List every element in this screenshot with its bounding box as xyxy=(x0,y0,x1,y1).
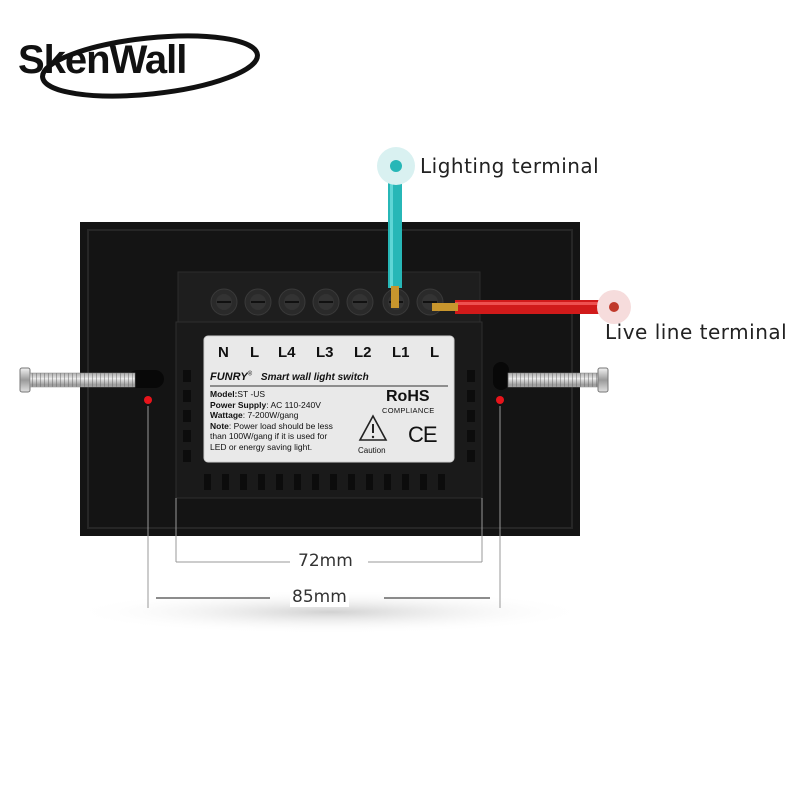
model-line: Model:ST -US xyxy=(210,389,266,399)
terminal-label: L4 xyxy=(278,344,296,361)
logo-swoosh-icon xyxy=(40,33,260,99)
terminal-label: L xyxy=(250,344,260,361)
mounting-screw-left xyxy=(19,367,136,393)
terminal-label-row: N L L4 L3 L2 L1 L xyxy=(212,344,448,364)
brand-name: SkenWall xyxy=(18,38,187,82)
vent-slots xyxy=(183,370,475,490)
power-line: Power Supply: AC 110-240V xyxy=(210,399,321,410)
caution-text: Caution xyxy=(358,446,386,455)
live-terminal-marker-icon xyxy=(597,290,631,324)
ground-shadow xyxy=(70,590,590,634)
inner-width-dimension: 72mm xyxy=(296,551,355,571)
live-wire xyxy=(432,300,615,314)
terminal-label: L1 xyxy=(392,344,410,361)
note-line: LED or energy saving light. xyxy=(210,441,313,452)
terminal-label: N xyxy=(218,344,229,361)
sticker-brand-row: FUNRY® Smart wall light switch xyxy=(210,371,450,385)
terminal-label: L xyxy=(430,344,440,361)
caution-icon xyxy=(358,414,388,441)
sticker-product: Smart wall light switch xyxy=(260,372,369,383)
terminal-screws xyxy=(210,288,444,316)
live-line-terminal-label: Live line terminal xyxy=(605,320,788,344)
mounting-screw-right xyxy=(507,367,609,393)
dimension-lines xyxy=(147,406,501,608)
sticker-specs: Model:ST -US Power Supply: AC 110-240V W… xyxy=(210,389,360,452)
lighting-wire xyxy=(388,182,402,308)
outer-width-dimension: 85mm xyxy=(290,587,349,607)
wattage-line: Wattage: 7-200W/gang xyxy=(210,410,299,420)
terminal-label: L2 xyxy=(354,344,372,361)
screw-center-marker-right xyxy=(496,396,504,404)
note-line: than 100W/gang if it is used for xyxy=(210,431,328,441)
spec-label xyxy=(203,335,455,463)
sticker-brand: FUNRY xyxy=(210,371,248,383)
terminal-label: L3 xyxy=(316,344,334,361)
brand-logo xyxy=(10,20,260,110)
registered-mark: ® xyxy=(247,371,253,378)
lighting-terminal-label: Lighting terminal xyxy=(420,154,600,178)
ce-mark: CE xyxy=(408,422,438,447)
note-line: Note: Power load should be less xyxy=(210,420,333,431)
screw-center-marker-left xyxy=(144,396,152,404)
mount-hole-left xyxy=(128,370,164,388)
mount-hole-right xyxy=(493,362,509,390)
rohs-mark: RoHS xyxy=(386,388,430,405)
rohs-compliance: COMPLIANCE xyxy=(382,406,435,415)
lighting-terminal-marker-icon xyxy=(377,147,415,185)
